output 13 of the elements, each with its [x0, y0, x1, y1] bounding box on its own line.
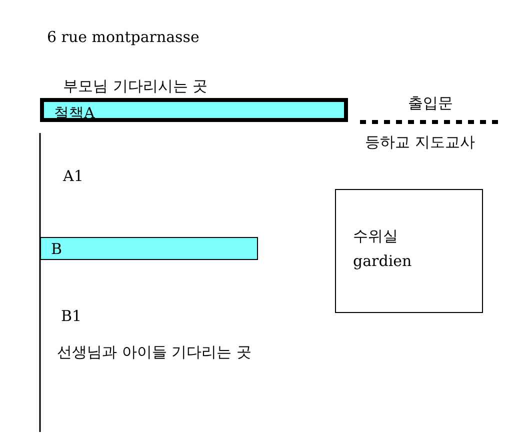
gate-label: 출입문	[408, 94, 453, 112]
fence-label: B	[51, 240, 62, 258]
fence-bar	[40, 237, 258, 260]
staff-label: 등하교 지도교사	[365, 133, 475, 151]
address-text: 6 rue montparnasse	[47, 28, 200, 46]
room-name: 수위실	[353, 227, 398, 245]
zone-label: A1	[63, 167, 84, 185]
area-label: 부모님 기다리시는 곳	[63, 77, 208, 95]
zone-label: B1	[61, 307, 82, 325]
room-name: gardien	[353, 252, 412, 270]
fence-bar	[40, 98, 348, 122]
guard-room	[335, 189, 483, 313]
area-label: 선생님과 아이들 기다리는 곳	[57, 343, 252, 361]
